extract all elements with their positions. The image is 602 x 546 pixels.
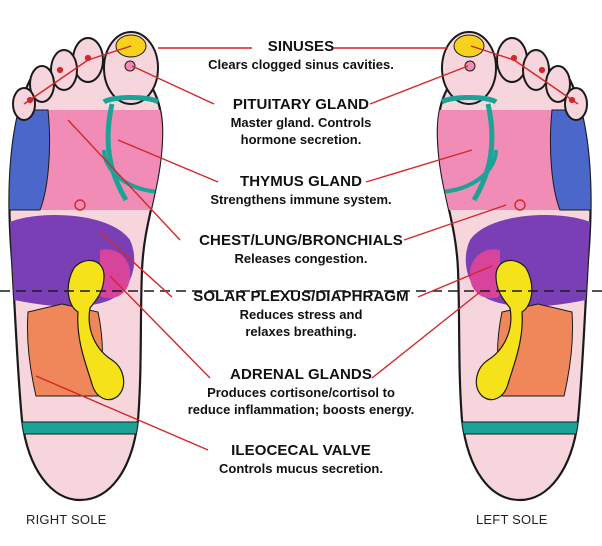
connector-arrowhead (538, 66, 546, 74)
connector-line (35, 375, 209, 451)
zone-description: hormone secretion. (240, 132, 362, 147)
big-toe-neck (102, 95, 160, 105)
connector-line (417, 265, 493, 298)
connector-line (470, 45, 515, 61)
connector-arrowhead (26, 96, 34, 104)
left-sole-label: LEFT SOLE (476, 512, 548, 527)
zone-title: SINUSES (267, 38, 335, 55)
thymus-point (514, 199, 526, 211)
pituitary-point (124, 60, 136, 72)
zone-description: Produces cortisone/cortisol to (207, 385, 395, 400)
connector-line (117, 139, 219, 183)
right-foot (8, 31, 164, 502)
connector-line (109, 275, 211, 379)
adrenal-kidney-zone (475, 259, 533, 401)
heel-band (437, 421, 591, 435)
connector-arrowhead (84, 54, 92, 62)
connector-line (67, 119, 181, 241)
zone-title: THYMUS GLAND (239, 173, 363, 190)
zone-description: Controls mucus secretion. (219, 461, 383, 476)
big-toe-neck (440, 95, 498, 105)
fourth-toe (545, 65, 571, 103)
zone-description: Reduces stress and (239, 307, 363, 322)
zone-description: reduce inflammation; boosts energy. (187, 402, 415, 417)
zone-ileocecal: ILEOCECAL VALVE Controls mucus secretion… (150, 442, 452, 477)
connector-line (99, 231, 173, 298)
connector-line (371, 291, 481, 379)
big-toe-spine (105, 103, 129, 202)
zone-sinuses: SINUSES Clears clogged sinus cavities. (150, 38, 452, 73)
connector-line (369, 65, 469, 105)
zone-chest: CHEST/LUNG/BRONCHIALS Releases congestio… (150, 232, 452, 267)
zone-thymus: THYMUS GLAND Strengthens immune system. (150, 173, 452, 208)
left-foot (436, 31, 592, 502)
solar-plexus-zone (469, 249, 500, 299)
zone-title: PITUITARY GLAND (232, 96, 370, 113)
third-toe (50, 49, 78, 91)
connector-arrowhead (568, 96, 576, 104)
big-toe-tip (453, 34, 485, 58)
connector-line (365, 149, 473, 183)
zone-description: Releases congestion. (234, 251, 368, 266)
neck-line (439, 149, 498, 194)
connector-arrowhead (510, 54, 518, 62)
zone-description: Master gland. Controls (230, 115, 372, 130)
zone-title: CHEST/LUNG/BRONCHIALS (199, 232, 403, 249)
right-sole-label: RIGHT SOLE (26, 512, 107, 527)
zone-solar-plexus: SOLAR PLEXUS/DIAPHRAGM Reduces stress an… (150, 288, 452, 340)
zone-description: Clears clogged sinus cavities. (208, 57, 394, 72)
zone-adrenal: ADRENAL GLANDS Produces cortisone/cortis… (150, 366, 452, 418)
zone-title: ILEOCECAL VALVE (231, 442, 371, 459)
heel-band (9, 421, 163, 435)
thymus-point (74, 199, 86, 211)
zone-description: Strengthens immune system. (210, 192, 392, 207)
connector-lines (23, 45, 579, 451)
connector-line (87, 45, 132, 61)
zone-pituitary: PITUITARY GLAND Master gland. Controls h… (150, 96, 452, 148)
zone-description: relaxes breathing. (245, 324, 357, 339)
little-toe (564, 87, 588, 121)
big-toe-spine (471, 103, 495, 202)
zone-title: SOLAR PLEXUS/DIAPHRAGM (193, 288, 409, 305)
solar-plexus-zone (100, 249, 131, 299)
connector-arrowhead (56, 66, 64, 74)
neck-line (102, 149, 161, 194)
zone-title: ADRENAL GLANDS (230, 366, 372, 383)
pituitary-point (464, 60, 476, 72)
connector-line (513, 59, 579, 105)
adrenal-kidney-zone (67, 259, 125, 401)
connector-line (23, 59, 89, 105)
connector-line (403, 204, 507, 241)
connector-line (131, 65, 215, 105)
